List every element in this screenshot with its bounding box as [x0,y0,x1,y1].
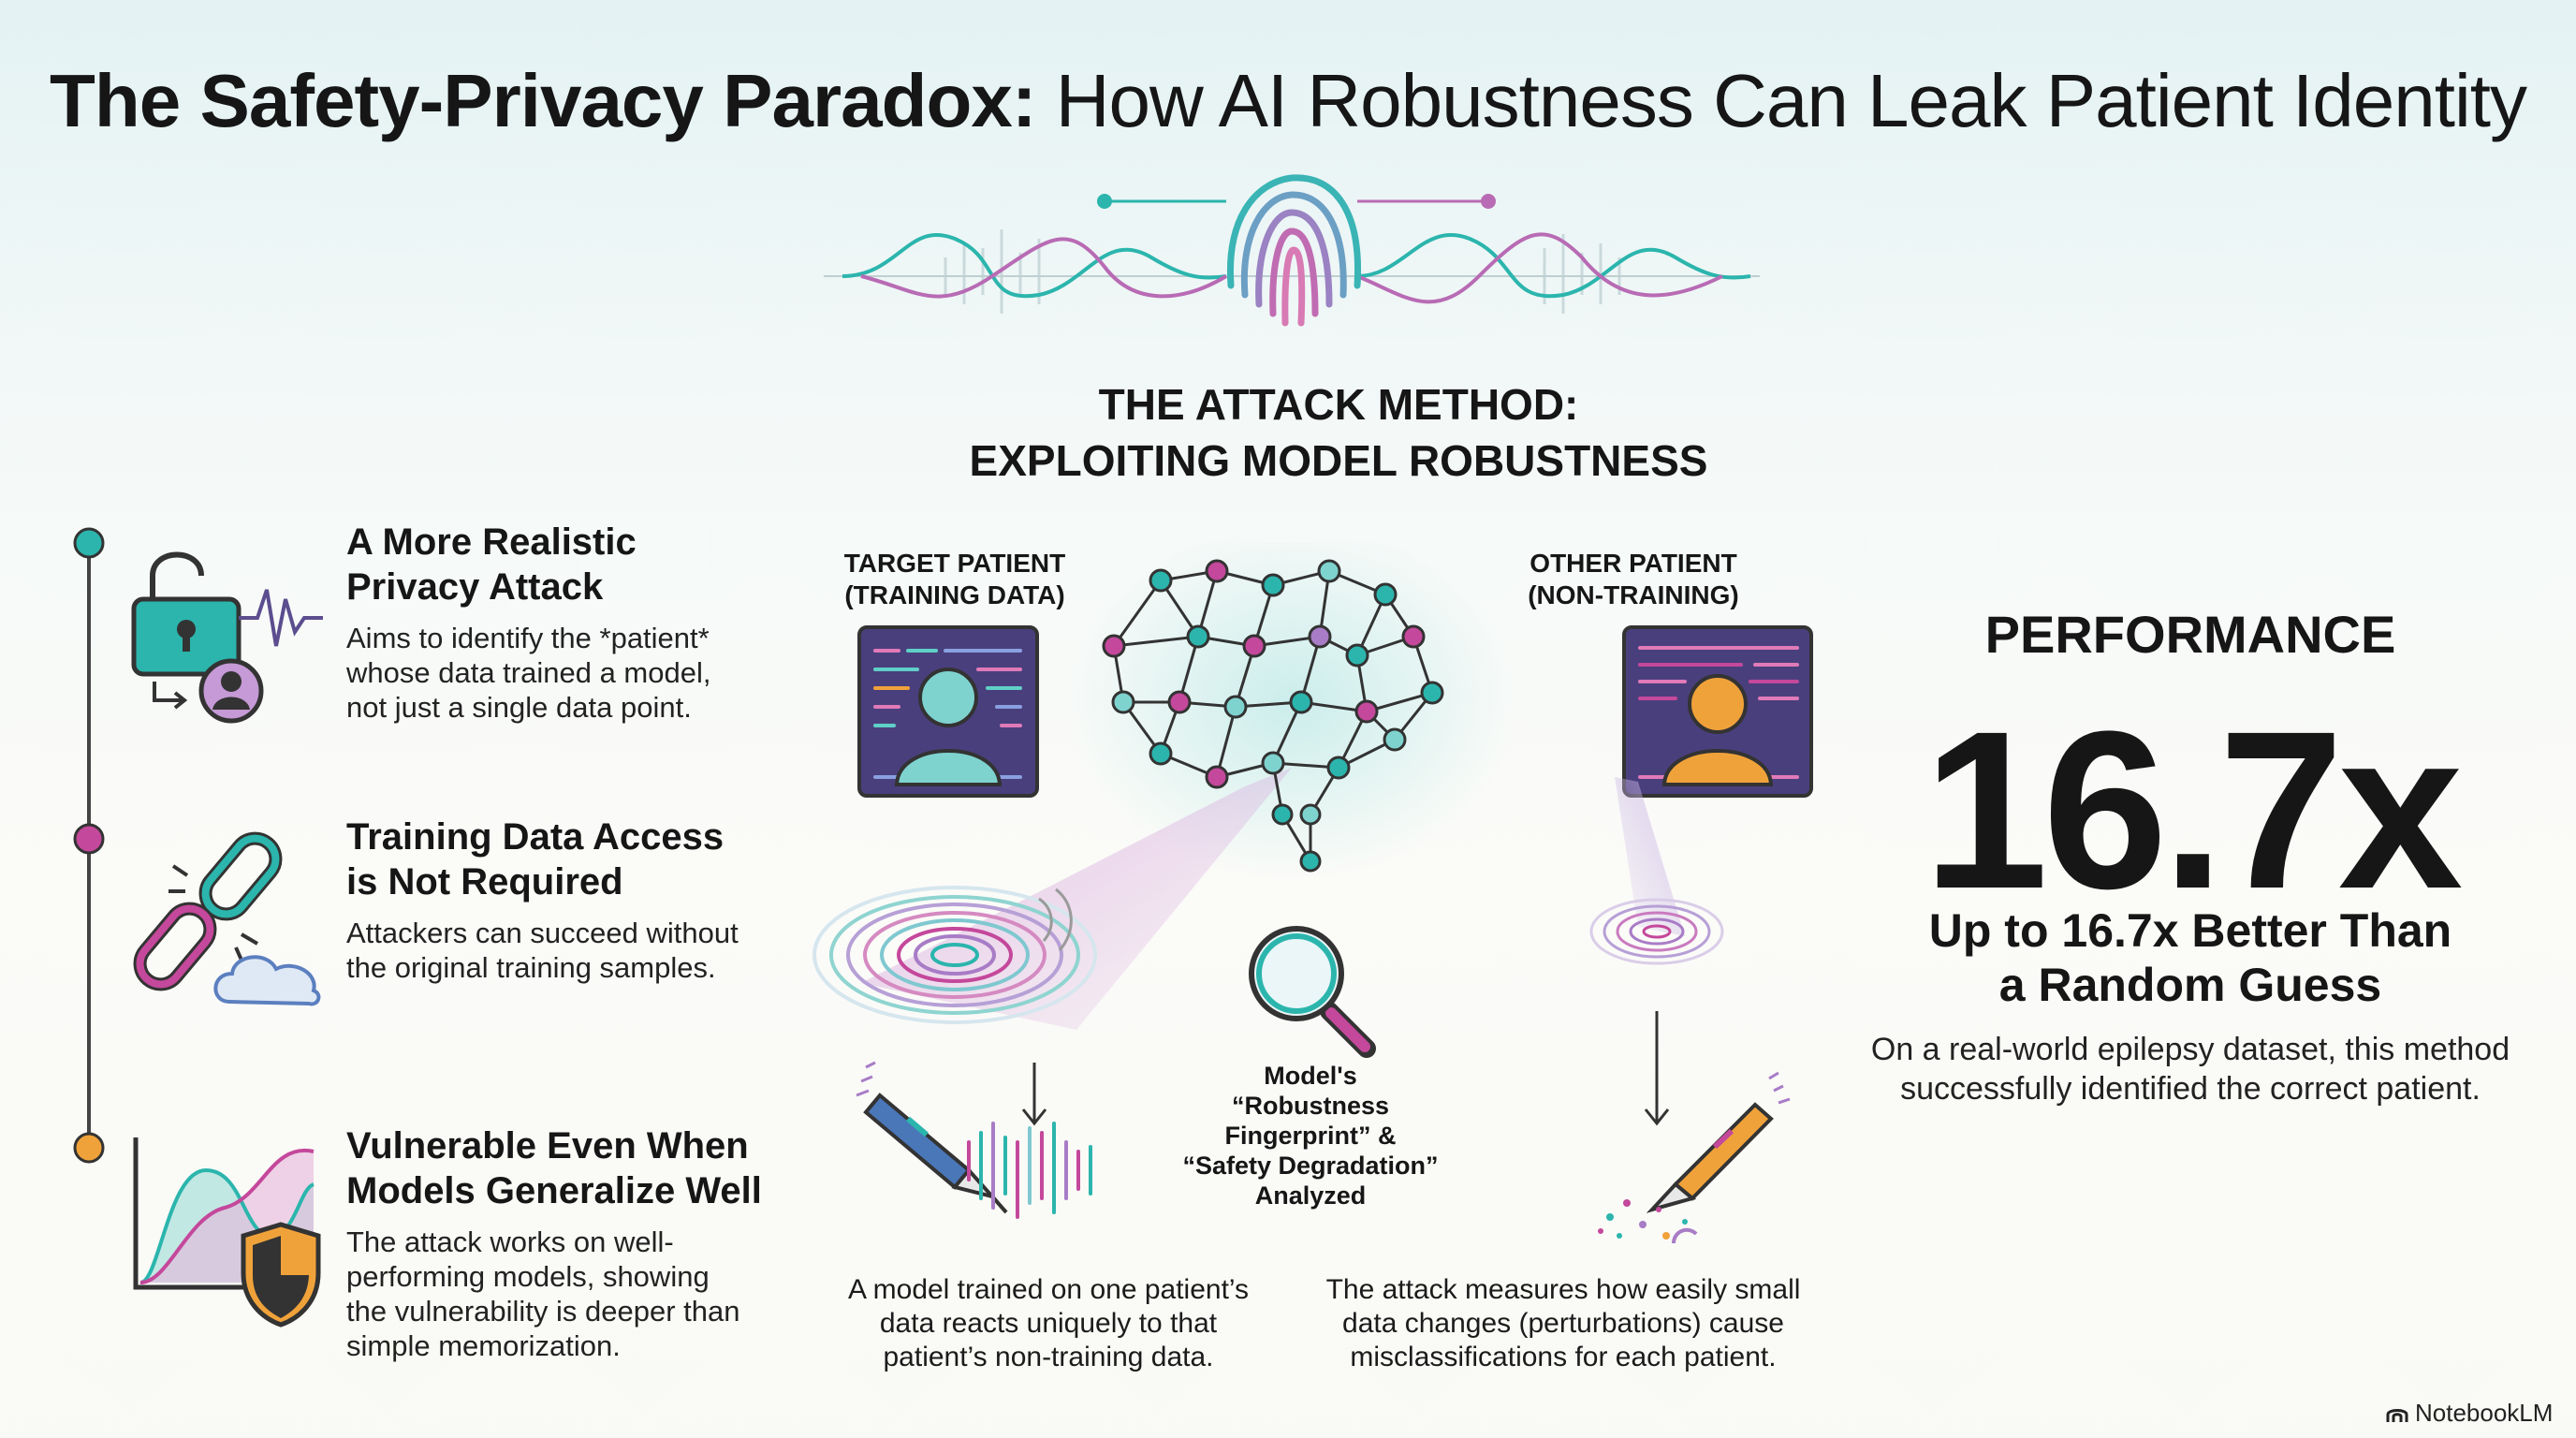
perturbation-pen-icon-left [856,1061,1008,1214]
title-rest: How AI Robustness Can Leak Patient Ident… [1055,59,2527,142]
feature-3: Vulnerable Even When Models Generalize W… [346,1123,786,1363]
other-patient-label: OTHER PATIENT (NON-TRAINING) [1528,549,1739,609]
fingerprint-analysis-label: Model's “Robustness Fingerprint” & “Safe… [1182,1062,1439,1210]
feature-2-body: Attackers can succeed without the origin… [346,917,739,984]
attack-method-line2: EXPLOITING MODEL ROBUSTNESS [969,436,1708,485]
chart-shield-icon [133,1137,321,1328]
attack-diagram [812,543,1813,1244]
feature-1-title: A More Realistic Privacy Attack [346,521,637,608]
performance-heading: PERFORMANCE [1984,605,2396,664]
feature-1: A More Realistic Privacy Attack Aims to … [346,520,777,725]
attack-method-heading: THE ATTACK METHOD: EXPLOITING MODEL ROBU… [824,376,1853,489]
magnifying-glass-icon [1249,926,1376,1058]
target-fingerprint-icon [812,886,1097,1024]
performance-body: On a real-world epilepsy dataset, this m… [1870,1032,2510,1107]
timeline-dot-1 [73,527,105,559]
attack-method-line1: THE ATTACK METHOD: [1098,380,1579,429]
caption-left: A model trained on one patient’s data re… [847,1274,1250,1372]
timeline-dot-2 [73,823,105,855]
fingerprint-waveform-graphic [824,174,1760,327]
feature-3-body: The attack works on well- performing mod… [346,1225,740,1362]
page-title: The Safety-Privacy Paradox: How AI Robus… [0,58,2576,144]
perturbed-signal-left [967,1122,1092,1219]
caption-right: The attack measures how easily small dat… [1325,1274,1801,1372]
feature-3-title: Vulnerable Even When Models Generalize W… [346,1125,762,1211]
broken-chain-cloud-icon [133,831,321,1006]
brand-watermark: NotebookLM [2385,1399,2553,1428]
timeline-dot-3 [73,1132,105,1164]
perturbation-pen-icon-right [1646,1071,1791,1213]
performance-value: 16.7x [1923,684,2464,935]
feature-1-body: Aims to identify the *patient* whose dat… [346,622,711,724]
neural-network-nodes [1102,559,1444,873]
scattered-data-right [1598,1199,1698,1244]
other-fingerprint-icon [1589,898,1724,965]
feature-timeline [73,527,105,1164]
target-patient-label: TARGET PATIENT (TRAINING DATA) [843,549,1066,609]
notebooklm-logo-icon [2386,1409,2408,1422]
padlock-person-icon [131,551,323,724]
feature-2: Training Data Access is Not Required Att… [346,814,777,985]
title-bold: The Safety-Privacy Paradox: [50,59,1036,142]
feature-2-title: Training Data Access is Not Required [346,816,724,902]
target-patient-card [857,625,1039,798]
performance-subtitle: Up to 16.7x Better Than a Random Guess [1928,904,2452,1011]
